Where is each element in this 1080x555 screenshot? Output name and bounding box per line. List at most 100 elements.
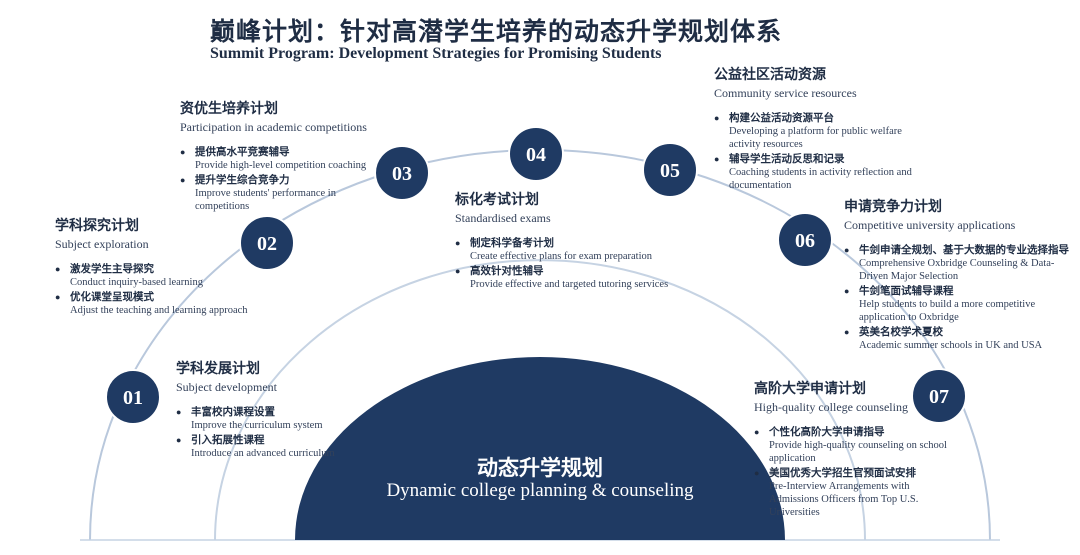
stage-title-cn: 学科发展计划 xyxy=(176,361,260,377)
stage-title-en: Subject exploration xyxy=(55,237,149,251)
stage-number-circle: 06 xyxy=(777,212,833,268)
stage-title-en: Community service resources xyxy=(714,86,857,100)
center-dome xyxy=(295,357,785,540)
stage-06: 申请竞争力计划 Competitive university applicati… xyxy=(844,196,1069,354)
stage-title-en: Standardised exams xyxy=(455,211,551,225)
item-title: 牛剑笔面试辅导课程 xyxy=(859,285,954,297)
page-subtitle: Summit Program: Development Strategies f… xyxy=(210,45,662,62)
item-title: 引入拓展性课程 xyxy=(191,434,265,446)
stage-01: 学科发展计划 Subject development ●丰富校内课程设置 Imp… xyxy=(176,358,376,462)
stage-03: 资优生培养计划 Participation in academic compet… xyxy=(180,98,375,215)
item-title: 提升学生综合竞争力 xyxy=(195,174,290,186)
stage-title-cn: 学科探究计划 xyxy=(55,218,139,234)
item-title: 个性化高阶大学申请指导 xyxy=(769,426,885,438)
stage-07: 高阶大学申请计划 High-quality college counseling… xyxy=(754,378,954,521)
bullet-icon: ● xyxy=(714,154,720,164)
list-item: ● 制定科学备考计划 Create effective plans for exa… xyxy=(455,237,675,263)
stage-number-circle: 01 xyxy=(105,369,161,425)
item-desc: Improve students' performance in competi… xyxy=(195,188,336,212)
item-title: 制定科学备考计划 xyxy=(470,237,554,249)
item-desc: Comprehensive Oxbridge Counseling & Data… xyxy=(859,258,1055,282)
page-title: 巅峰计划：针对高潜学生培养的动态升学规划体系 xyxy=(210,17,783,46)
list-item: ●丰富校内课程设置 Improve the curriculum system xyxy=(176,406,376,432)
item-title: 构建公益活动资源平台 xyxy=(729,112,834,124)
stage-number-circle: 07 xyxy=(911,368,967,424)
number-circle xyxy=(374,145,430,201)
stage-02: 学科探究计划 Subject exploration ● 激发学生主导探究 Con… xyxy=(55,215,255,319)
stage-title-cn: 公益社区活动资源 xyxy=(714,67,826,83)
bullet-icon: ● xyxy=(180,147,186,157)
stage-number-circle: 03 xyxy=(374,145,430,201)
item-title: 高效针对性辅导 xyxy=(470,265,544,277)
bullet-icon: ● xyxy=(176,407,182,417)
middle-arc xyxy=(214,259,866,541)
item-title: 辅导学生活动反思和记录 xyxy=(729,153,845,165)
stage-05: 公益社区活动资源 Community service resources ● 构建… xyxy=(714,64,914,194)
stage-title-en: Participation in academic competitions xyxy=(180,120,367,134)
stage-title-en: Subject development xyxy=(176,380,277,394)
bullet-icon: ● xyxy=(55,292,61,302)
stage-number: 07 xyxy=(929,386,949,408)
number-circle xyxy=(777,212,833,268)
bullet-icon: ● xyxy=(754,427,760,437)
bullet-icon: ● xyxy=(754,468,760,478)
stage-number: 03 xyxy=(392,163,412,185)
item-desc: Provide high-quality counseling on schoo… xyxy=(769,440,947,464)
item-title: 丰富校内课程设置 xyxy=(191,406,275,418)
stage-title-cn: 资优生培养计划 xyxy=(180,101,278,117)
list-item: ● 牛剑申请全规划、基于大数据的专业选择指导 Comprehensive Oxbr… xyxy=(844,244,1069,283)
item-desc: Create effective plans for exam preparat… xyxy=(470,251,653,262)
item-title: 英美名校学术夏校 xyxy=(859,326,943,338)
list-item: ● 英美名校学术夏校 Academic summer schools in UK … xyxy=(844,326,1069,352)
bullet-icon: ● xyxy=(714,113,720,123)
item-desc: Conduct inquiry-based learning xyxy=(70,277,203,288)
list-item: ● 提升学生综合竞争力 Improve students' performance… xyxy=(180,174,375,213)
bullet-icon: ● xyxy=(844,286,850,296)
stage-number-circle: 02 xyxy=(239,215,295,271)
number-circle xyxy=(642,142,698,198)
item-title: 牛剑申请全规划、基于大数据的专业选择指导 xyxy=(859,244,1069,256)
stage-04: 标化考试计划 Standardised exams ● 制定科学备考计划 Crea… xyxy=(455,189,675,293)
stage-number: 02 xyxy=(257,233,277,255)
number-circle xyxy=(105,369,161,425)
item-desc: Provide high-level competition coaching xyxy=(195,160,367,171)
bullet-icon: ● xyxy=(55,264,61,274)
item-desc: Pre-Interview Arrangements with Admissio… xyxy=(769,481,919,518)
stage-number: 05 xyxy=(660,160,680,182)
stage-number-circle: 05 xyxy=(642,142,698,198)
list-item: ● 美国优秀大学招生官预面试安排 Pre-Interview Arrangemen… xyxy=(754,467,954,519)
item-desc: Academic summer schools in UK and USA xyxy=(859,340,1043,351)
stage-title-en: High-quality college counseling xyxy=(754,400,908,414)
number-circle xyxy=(508,126,564,182)
number-circle xyxy=(911,368,967,424)
item-desc: Developing a platform for public welfare… xyxy=(729,126,902,150)
stage-number: 04 xyxy=(526,144,546,166)
bullet-icon: ● xyxy=(844,327,850,337)
bullet-icon: ● xyxy=(844,245,850,255)
item-desc: Help students to build a more competitiv… xyxy=(859,299,1036,323)
center-title-cn: 动态升学规划 xyxy=(477,456,603,480)
list-item: ● 构建公益活动资源平台 Developing a platform for pu… xyxy=(714,112,914,151)
stage-number: 06 xyxy=(795,230,815,252)
item-title: 激发学生主导探究 xyxy=(70,263,154,275)
bullet-icon: ● xyxy=(180,175,186,185)
list-item: ●引入拓展性课程 Introduce an advanced curriculu… xyxy=(176,434,376,460)
center-title-en: Dynamic college planning & counseling xyxy=(386,480,694,501)
list-item: ● 牛剑笔面试辅导课程 Help students to build a more… xyxy=(844,285,1069,324)
bullet-icon: ● xyxy=(455,238,461,248)
stage-title-cn: 标化考试计划 xyxy=(455,192,539,208)
item-desc: Introduce an advanced curriculum xyxy=(191,448,335,459)
item-desc: Adjust the teaching and learning approac… xyxy=(70,305,248,316)
item-title: 美国优秀大学招生官预面试安排 xyxy=(769,467,916,479)
stage-number-circle: 04 xyxy=(508,126,564,182)
item-desc: Coaching students in activity reflection… xyxy=(729,167,912,191)
list-item: ● 提供高水平竞赛辅导 Provide high-level competitio… xyxy=(180,146,375,172)
stage-title-cn: 高阶大学申请计划 xyxy=(754,381,866,397)
list-item: ● 个性化高阶大学申请指导 Provide high-quality counse… xyxy=(754,426,954,465)
number-circle xyxy=(239,215,295,271)
stage-title-cn: 申请竞争力计划 xyxy=(844,199,942,215)
list-item: ● 优化课堂呈现模式 Adjust the teaching and learni… xyxy=(55,291,255,317)
item-title: 提供高水平竞赛辅导 xyxy=(195,146,290,158)
item-title: 优化课堂呈现模式 xyxy=(70,291,154,303)
